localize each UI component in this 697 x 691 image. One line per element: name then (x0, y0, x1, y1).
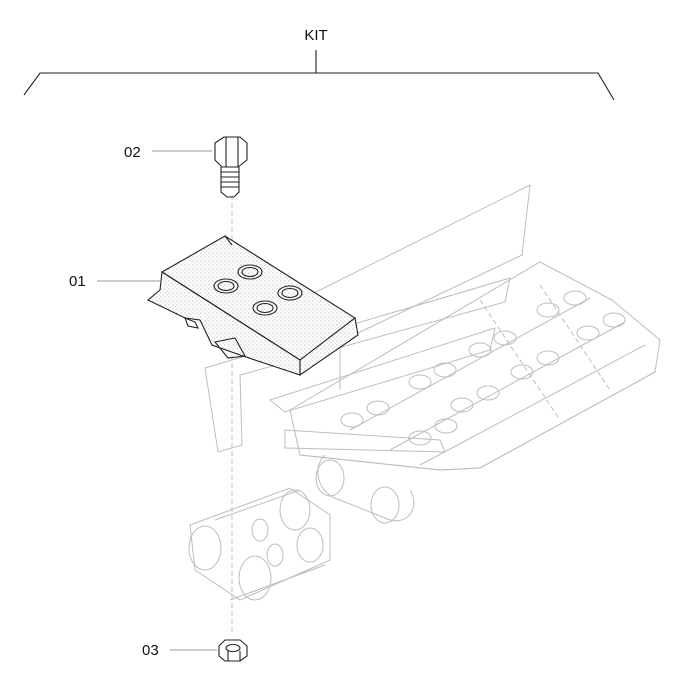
bolt (214, 136, 248, 198)
nut (218, 639, 248, 662)
track-link-ghost (188, 487, 331, 601)
callout-label-03: 03 (142, 642, 159, 659)
callout-03: 03 (142, 642, 217, 659)
callout-label-01: 01 (69, 273, 86, 290)
callout-01: 01 (69, 273, 160, 290)
kit-bracket: KIT (23, 27, 615, 101)
kit-label: KIT (304, 27, 327, 44)
callout-02: 02 (124, 144, 212, 161)
callout-label-02: 02 (124, 144, 141, 161)
track-shoe (146, 235, 359, 377)
track-chain-ghost (204, 184, 661, 524)
